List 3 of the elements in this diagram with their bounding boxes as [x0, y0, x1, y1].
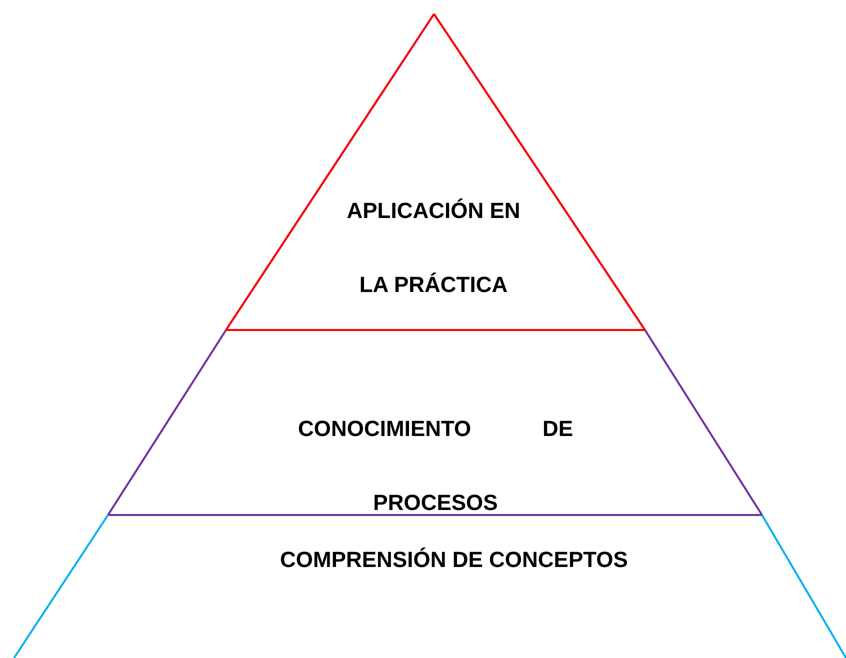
tier-label: APLICACIÓN EN LA PRÁCTICA — [346, 197, 522, 299]
tier-label: COMPRENSIÓN DE CONCEPTOS — [279, 546, 629, 574]
tier-label: CONOCIMIENTO DE PROCESOS — [298, 415, 573, 517]
